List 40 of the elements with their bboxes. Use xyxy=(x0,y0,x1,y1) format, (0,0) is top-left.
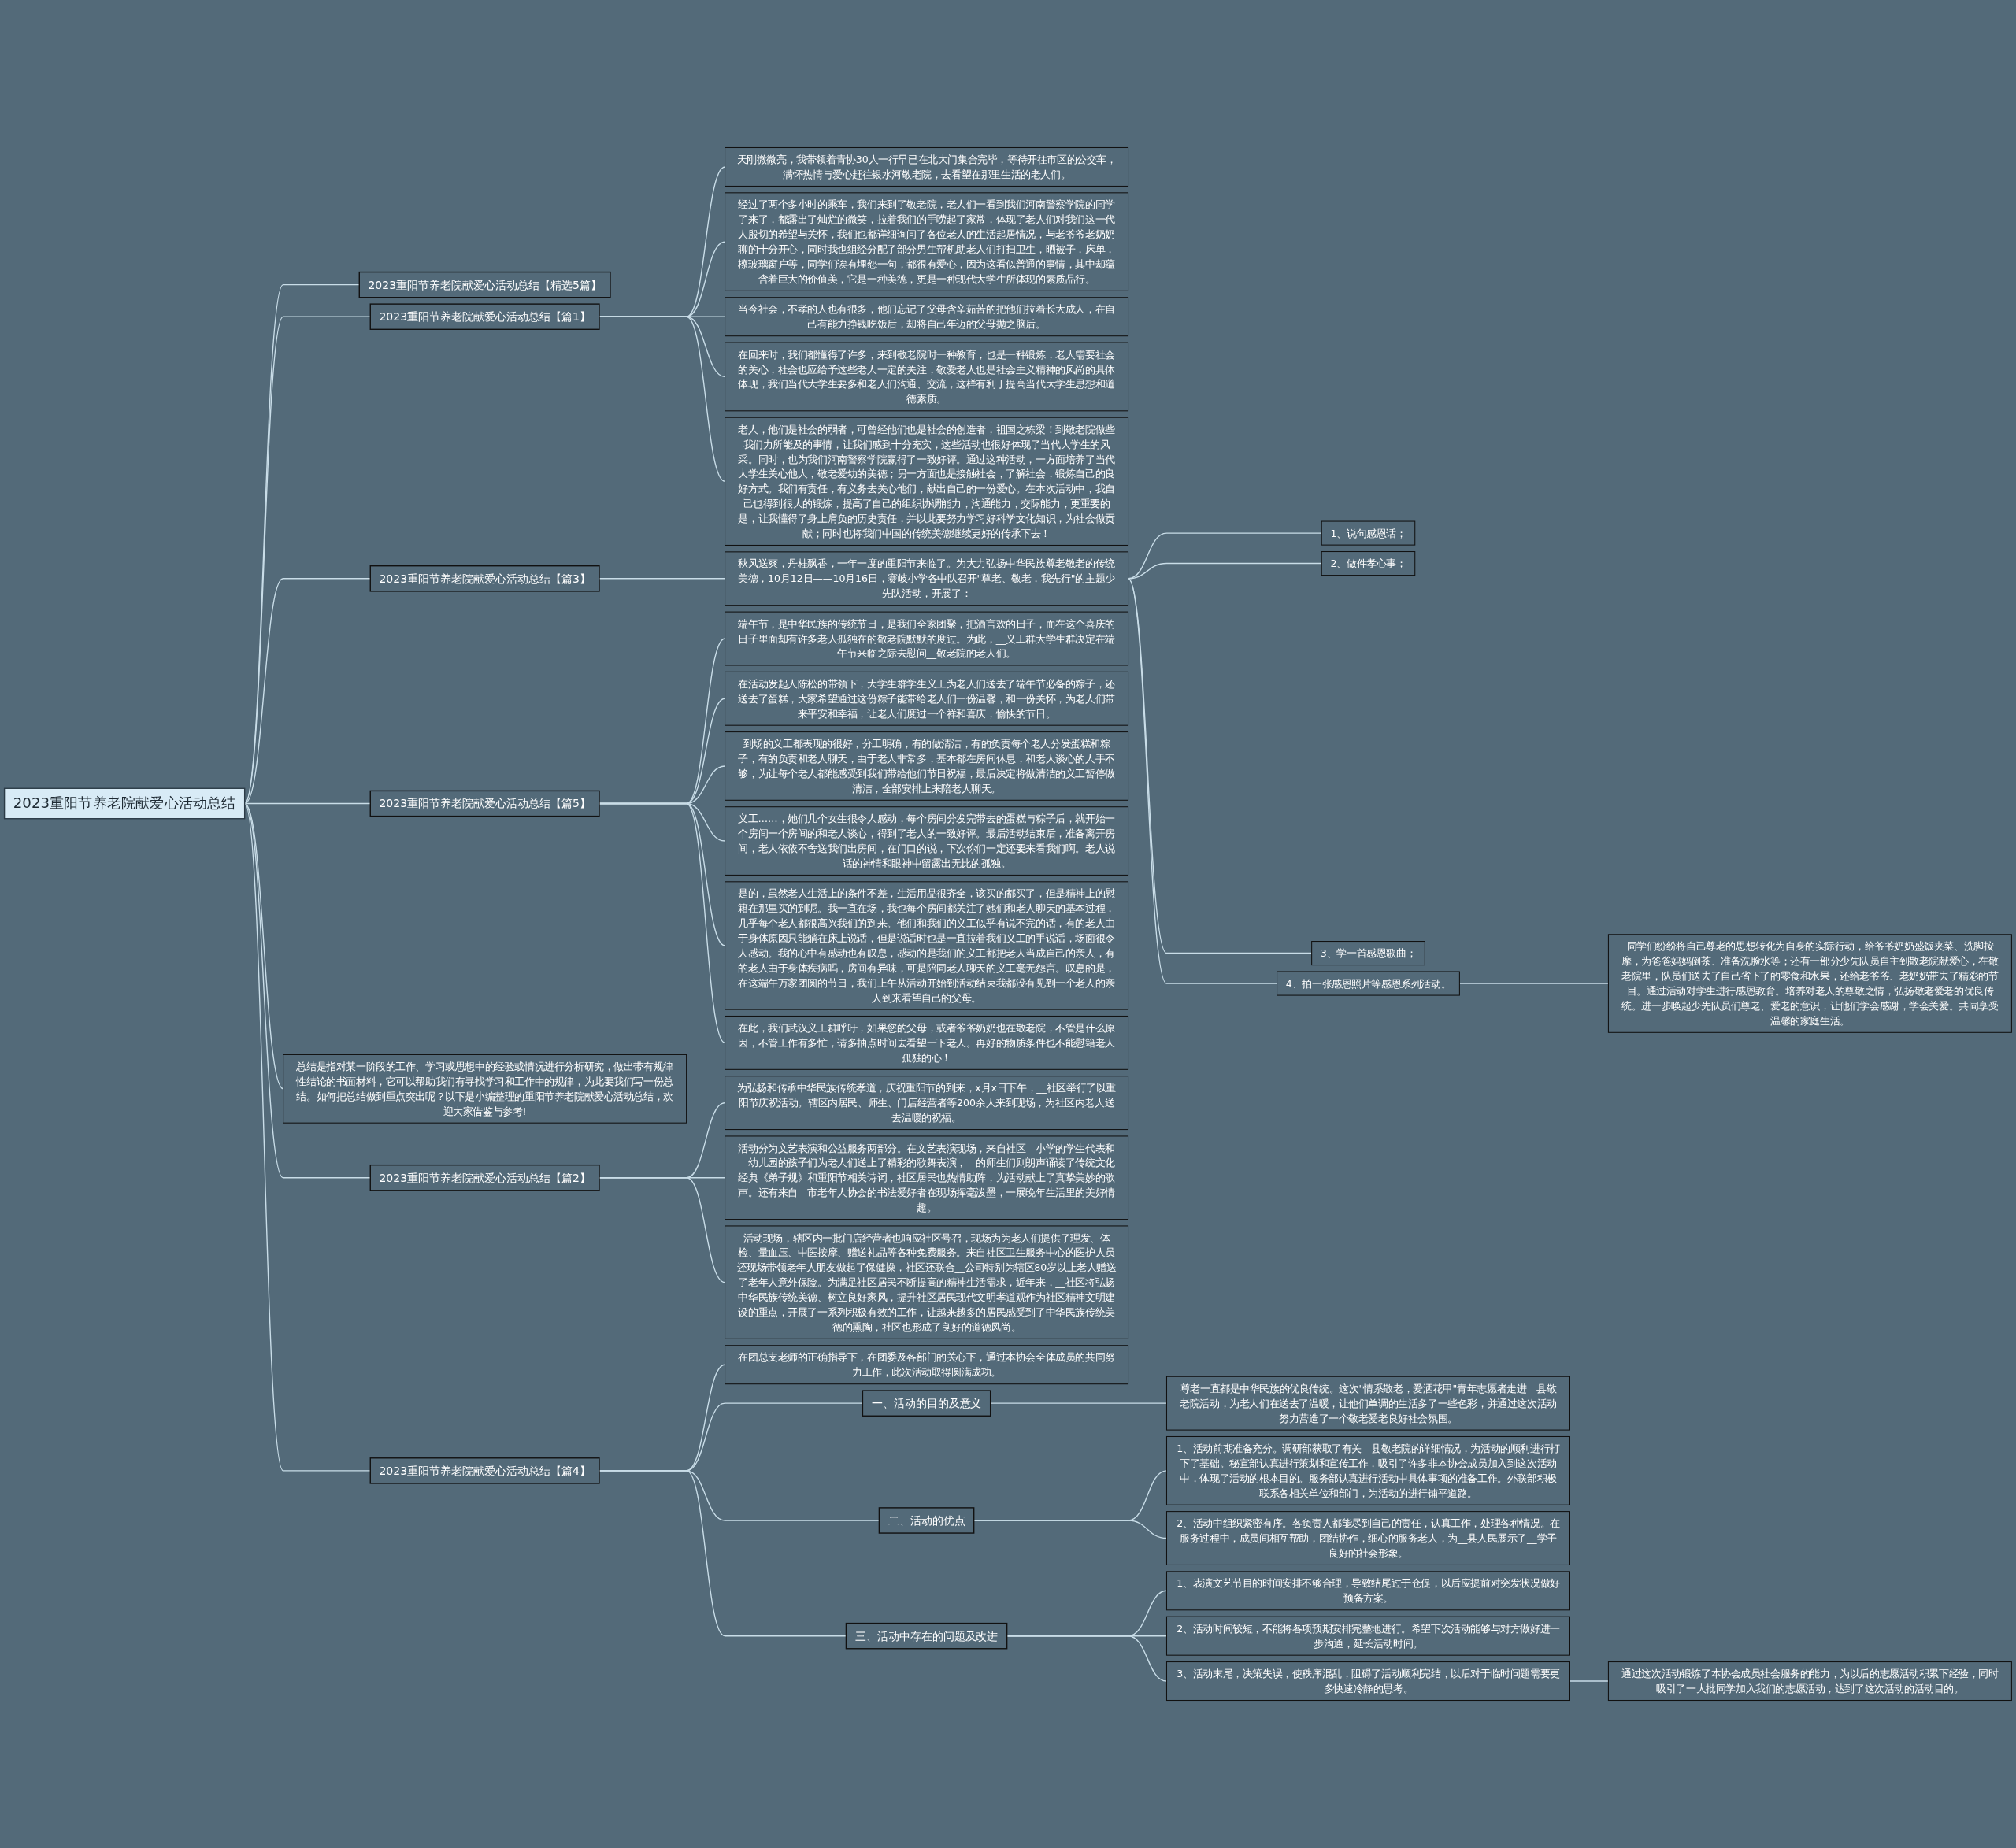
node-box: 活动现场，辖区内一批门店经营者也响应社区号召，现场为为老人们提供了理发、体检、量血压、中医按摩、赠送礼品等各种免费服务。来自社区卫生服务中心的医护人员还现场带领老年人朋友做起了保健操，社区还联合__公司特别为辖区80岁以上老人赠送了老年人意外保险。为满足社区居民不断提高的精神生活需求，近年来，__社区将弘扬中华民族传统美德、树立良好家风，提升社区居民现代文明孝道观作为社区精神文明建设的重点，开展了一系列积极有效的工作，让越来越多的居民感受到了中华民族传统美德的熏陶，社区也形成了良好的道德风尚。 xyxy=(724,1225,1129,1339)
node-box: 2023重阳节养老院献爱心活动总结【篇4】 xyxy=(369,1457,600,1484)
node-box: 是的，虽然老人生活上的条件不差，生活用品很齐全，该买的都买了，但是精神上的慰籍在那里买的到呢。我一直在场，我也每个房间都关注了她们和老人聊天的基本过程，几乎每个老人都很高兴我们的到来。他们和我们的义工似乎有说不完的话，有的老人由于身体原因只能躺在床上说话，但是说话时也是一直拉着我们义工的手说话，场面很令人感动。我的心中有感动也有叹息，感动的是我们的义工都把老人当成自己的亲人，有的老人由于身体疾病吗，房间有异味，可是陪同老人聊天的义工毫无怨言。叹息的是，在这端午万家团圆的节日，我们上午从活动开始到活动结束我都没有见到一个老人的亲人到来看望自己的父母。 xyxy=(724,881,1129,1010)
node-box: 在活动发起人陈松的带领下，大学生群学生义工为老人们送去了端午节必备的粽子，还送去了蛋糕，大家希望通过这份粽子能带给老人们一份温馨，和一份关怀，为老人们带来平安和幸福，让老人们度过一个祥和喜庆，愉快的节日。 xyxy=(724,671,1129,726)
node-box: 老人，他们是社会的弱者，可曾经他们也是社会的创造者，祖国之栋梁！到敬老院做些我们力所能及的事情，让我们感到十分充实，这些活动也很好体现了当代大学生的风采。同时，也为我们河南警察学院赢得了一致好评。通过这种活动，一方面培养了当代大学生关心他人，敬老爱幼的美德；另一方面也是接触社会，了解社会，锻炼自己的良好方式。我们有责任，有义务去关心他们，献出自己的一份爱心。在本次活动中，我自己也得到很大的锻炼，提高了自己的组织协调能力，沟通能力，交际能力，更重要的是，让我懂得了身上肩负的历史责任，并以此要努力学习好科学文化知识，为社会做贡献；同时也将我们中国的传统美德继续更好的传承下去！ xyxy=(724,417,1129,546)
node-box: 二、活动的优点 xyxy=(878,1507,975,1534)
node-box: 义工……，她们几个女生很令人感动，每个房间分发完带去的蛋糕与粽子后，就开始一个房间一个房间的和老人谈心，得到了老人的一致好评。最后活动结束后，准备离开房间，老人依依不舍送我们出房间，在门口的说，下次你们一定还要来看我们啊。老人说话的神情和眼神中留露出无比的孤独。 xyxy=(724,806,1129,876)
node-box: 尊老一直都是中华民族的优良传统。这次"情系敬老，爱洒花甲"青年志愿者走进__县敬老院活动，为老人们在送去了温暖，让他们单调的生活多了一些色彩，并通过这次活动努力营造了一个敬老爱老良好社会氛围。 xyxy=(1166,1376,1570,1431)
node-box: 为弘扬和传承中华民族传统孝道，庆祝重阳节的到来，x月x日下午，__社区举行了以重阳节庆祝活动。辖区内居民、师生、门店经营者等200余人来到现场，为社区内老人送去温暖的祝福。 xyxy=(724,1076,1129,1131)
node-box: 在团总支老师的正确指导下，在团委及各部门的关心下，通过本协会全体成员的共同努力工作，此次活动取得圆满成功。 xyxy=(724,1345,1129,1385)
node-box: 2、活动时间较短，不能将各项预期安排完整地进行。希望下次活动能够与对方做好进一步沟通，延长活动时间。 xyxy=(1166,1616,1570,1656)
node-box: 3、活动末尾，决策失误，使秩序混乱，阻碍了活动顺利完结，以后对于临时问题需要更多快速冷静的思考。 xyxy=(1166,1661,1570,1702)
node-box: 同学们纷纷将自己尊老的思想转化为自身的实际行动，给爷爷奶奶盛饭夹菜、洗脚按摩，为爸爸妈妈倒茶、准备洗脸水等；还有一部分少先队员自主到敬老院献爱心，在敬老院里，队员们送去了自己省下了的零食和水果，还给老爷爷、老奶奶带去了精彩的节目。通过活动对学生进行感恩教育。培养对老人的尊敬之情，弘扬敬老爱老的优良传统。进一步唤起少先队员们尊老、爱老的意识，让他们学会感谢，学会关爱。共同享受温馨的家庭生活。 xyxy=(1607,934,2012,1033)
node-box: 2023重阳节养老院献爱心活动总结【篇3】 xyxy=(369,565,600,592)
node-box: 2、活动中组织紧密有序。各负责人都能尽到自己的责任，认真工作，处理各种情况。在服务过程中，成员间相互帮助，团结协作，细心的服务老人，为__县人民展示了__学子良好的社会形象。 xyxy=(1166,1511,1570,1565)
connector xyxy=(598,316,726,483)
node-box: 天刚微微亮，我带领着青协30人一行早已在北大门集合完毕，等待开往市区的公交车，满怀热情与爱心赶往银水河敬老院，去看望在那里生活的老人们。 xyxy=(724,146,1129,187)
node-box: 1、说句感恩话； xyxy=(1321,520,1416,546)
node-box: 活动分为文艺表演和公益服务两部分。在文艺表演现场，来自社区__小学的学生代表和__幼儿园的孩子们为老人们送上了精彩的歌舞表演，__的师生们则朗声诵读了传统文化经典《弟子规》和重阳节相关诗词，社区居民也热情助阵，为活动献上了真挚美妙的歌声。还有来自__市老年人协会的书法爱好者在现场挥毫泼墨，一展晚年生活里的美好情趣。 xyxy=(724,1135,1129,1220)
node-box: 当今社会，不孝的人也有很多，他们忘记了父母含辛茹苦的把他们拉着长大成人，在自己有能力挣钱吃饭后，却将自己年迈的父母抛之脑后。 xyxy=(724,297,1129,337)
node-box: 在回来时，我们都懂得了许多，来到敬老院时一种教育，也是一种锻炼，老人需要社会的关心，社会也应给予这些老人一定的关注，敬爱老人也是社会主义精神的风尚的具体体现，我们当代大学生要多和老人们沟通、交流，这样有利于提高当代大学生思想和道德素质。 xyxy=(724,342,1129,412)
node-box: 4、拍一张感恩照片等感恩系列活动。 xyxy=(1277,971,1460,996)
node-box: 在此，我们武汉义工群呼吁，如果您的父母，或者爷爷奶奶也在敬老院，不管是什么原因，不管工作有多忙，请多抽点时间去看望一下老人。再好的物质条件也不能慰籍老人孤独的心！ xyxy=(724,1015,1129,1070)
node-box: 1、表演文艺节目的时间安排不够合理，导致结尾过于仓促，以后应提前对突发状况做好预备方案。 xyxy=(1166,1571,1570,1611)
node-box: 2、做件孝心事； xyxy=(1321,551,1416,576)
node-box: 一、活动的目的及意义 xyxy=(862,1390,991,1417)
node-box: 2023重阳节养老院献爱心活动总结 xyxy=(3,787,246,820)
node-box: 1、活动前期准备充分。调研部获取了有关__县敬老院的详细情况，为活动的顺利进行打下了基础。秘宣部认真进行策划和宣传工作，吸引了许多非本协会成员加入到这次活动中，体现了活动的根本目的。服务部认真进行活动中具体事项的准备工作。外联部积极联系各相关单位和部门，为活动的进行铺平道路。 xyxy=(1166,1435,1570,1505)
node-box: 端午节，是中华民族的传统节日，是我们全家团聚，把酒言欢的日子，而在这个喜庆的日子里面却有许多老人孤独在的敬老院默默的度过。为此，__义工群大学生群决定在端午节来临之际去慰问__敬老院的老人们。 xyxy=(724,611,1129,666)
node-box: 到场的义工都表现的很好，分工明确，有的做清洁，有的负责每个老人分发蛋糕和粽子，有的负责和老人聊天，由于老人非常多，基本都在房间休息，和老人谈心的人手不够，为让每个老人都能感受到我们带给他们节日祝福，最后决定将做清洁的义工暂停做清洁，全部安排上来陪老人聊天。 xyxy=(724,731,1129,801)
node-box: 经过了两个多小时的乘车，我们来到了敬老院，老人们一看到我们河南警察学院的同学了来了，都露出了灿烂的微笑，拉着我们的手唠起了家常，体现了老人们对我们这一代人殷切的希望与关怀，我们也都详细询问了各位老人的生活起居情况，与老爷爷老奶奶聊的十分开心，同时我也组经分配了部分男生帮机助老人们打扫卫生，晒被子，床单，檫玻璃窗户等，同学们诶有埋怨一句，都很有爱心，因为这看似普通的事情，其中却蕴含着巨大的价值美，它是一种美德，更是一种现代大学生所体现的素质品行。 xyxy=(724,192,1129,291)
node-box: 3、学一首感恩歌曲； xyxy=(1311,941,1425,966)
node-box: 2023重阳节养老院献爱心活动总结【篇1】 xyxy=(369,303,600,330)
node-box: 三、活动中存在的问题及改进 xyxy=(845,1622,1008,1650)
node-box: 总结是指对某一阶段的工作、学习或思想中的经验或情况进行分析研究，做出带有规律性结论的书面材料，它可以帮助我们有寻找学习和工作中的规律，为此要我们写一份总结。如何把总结做到重点突出呢？以下是小编整理的重阳节养老院献爱心活动总结，欢迎大家借鉴与参考! xyxy=(283,1054,687,1124)
node-box: 2023重阳节养老院献爱心活动总结【篇2】 xyxy=(369,1164,600,1191)
node-box: 2023重阳节养老院献爱心活动总结【精选5篇】 xyxy=(358,271,611,298)
node-box: 秋风送爽，丹桂飘香，一年一度的重阳节来临了。为大力弘扬中华民族尊老敬老的传统美德，10月12日——10月16日，赛岐小学各中队召开"尊老、敬老，我先行"的主题少先队活动，开展了： xyxy=(724,551,1129,606)
node-box: 通过这次活动锻炼了本协会成员社会服务的能力，为以后的志愿活动积累下经验，同时吸引了一大批同学加入我们的志愿活动，达到了这次活动的活动目的。 xyxy=(1607,1661,2012,1702)
node-box: 2023重阳节养老院献爱心活动总结【篇5】 xyxy=(369,790,600,817)
